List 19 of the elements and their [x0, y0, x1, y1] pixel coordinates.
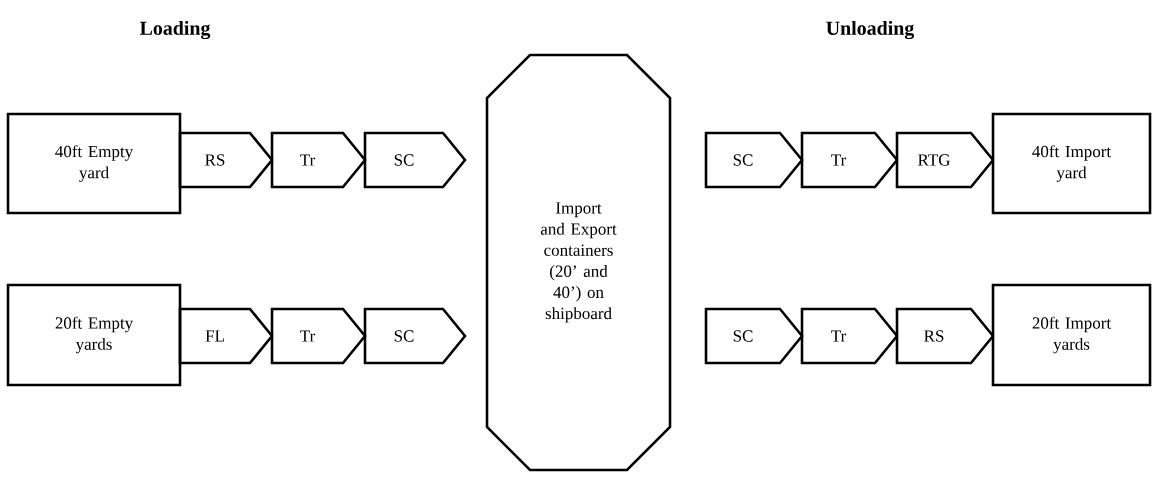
- process-step: SC: [363, 307, 467, 365]
- section-heading: Loading: [139, 20, 211, 40]
- process-step: Tr: [270, 307, 367, 365]
- process-step: SC: [704, 307, 804, 365]
- process-step: SC: [704, 131, 804, 189]
- process-step: RTG: [895, 131, 995, 189]
- yard-box: 20ft Import yards: [991, 283, 1152, 387]
- process-step: RS: [178, 131, 274, 189]
- process-step: Tr: [800, 307, 899, 365]
- process-step: SC: [363, 131, 467, 189]
- process-step: RS: [895, 307, 995, 365]
- process-step: Tr: [270, 131, 367, 189]
- ship-octagon: Import and Export containers (20’ and 40’) on shipboard: [485, 53, 672, 472]
- yard-box: 40ft Import yard: [991, 112, 1152, 215]
- yard-box: 40ft Empty yard: [6, 112, 182, 215]
- process-step: Tr: [800, 131, 899, 189]
- process-step: FL: [178, 307, 274, 365]
- section-heading: Unloading: [826, 20, 915, 40]
- yard-box: 20ft Empty yards: [6, 283, 182, 387]
